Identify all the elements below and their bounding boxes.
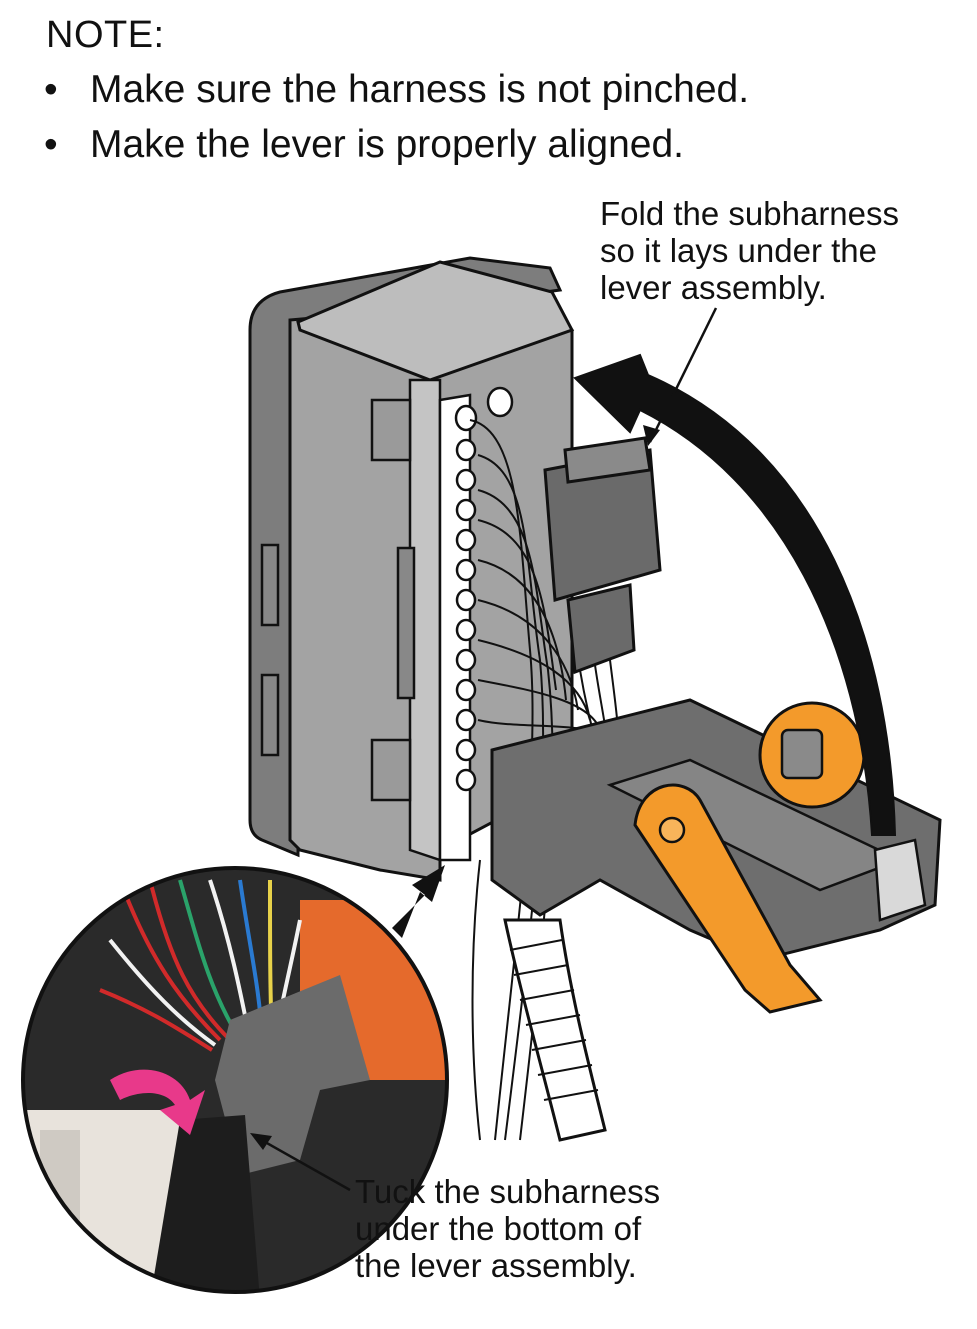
connector-latch [260, 673, 280, 757]
callout-line: under the bottom of [355, 1210, 642, 1247]
terminal-pins [454, 386, 514, 792]
connector-top-face [296, 260, 575, 382]
photo-gray-connector [215, 975, 370, 1175]
lever-arm-hole [658, 816, 686, 844]
subharness-connector-neck [566, 583, 636, 675]
bullet-glyph: • [44, 68, 58, 111]
callout-line: lever assembly. [600, 269, 827, 306]
corrugated-tube [503, 918, 607, 1142]
callout-line: Fold the subharness [600, 195, 900, 232]
fold-leader-line [648, 307, 718, 443]
photo-inset [23, 868, 447, 1292]
fold-subharness-callout: Fold the subharness so it lays under the… [600, 195, 899, 306]
rotation-arrow [573, 353, 897, 836]
photo-inset-border [21, 866, 449, 1294]
connector-tab [370, 738, 412, 802]
subharness-connector-cap [563, 436, 652, 484]
note-bullet-list: • Make sure the harness is not pinched. •… [44, 62, 749, 172]
connector-latch [260, 543, 280, 627]
photo-tape-harness [150, 1115, 260, 1292]
note-bullet-text: Make sure the harness is not pinched. [90, 68, 750, 111]
inset-pointer-arrow [392, 865, 445, 938]
note-bullet-text: Make the lever is properly aligned. [90, 123, 684, 166]
tuck-leader-arrowhead [250, 1133, 272, 1150]
tuck-leader-line [257, 1136, 351, 1192]
note-bullet-1: • Make sure the harness is not pinched. [44, 62, 749, 117]
photo-pink-arrow [110, 1069, 205, 1135]
bullet-glyph: • [44, 123, 58, 166]
connector-slot [396, 546, 416, 700]
lever-arm [633, 783, 823, 1014]
lever-pivot-hub [780, 728, 824, 780]
corrugated-tube-ribs [509, 939, 599, 1101]
note-bullet-2: • Make the lever is properly aligned. [44, 117, 749, 172]
connector-tab [370, 398, 412, 462]
note-title: NOTE: [46, 14, 165, 56]
callout-line: so it lays under the [600, 232, 877, 269]
callout-line: Tuck the subharness [355, 1173, 661, 1210]
callout-line: the lever assembly. [355, 1247, 637, 1284]
lever-cover-clip [873, 838, 927, 922]
fold-leader-arrowhead [643, 425, 660, 446]
tuck-subharness-callout: Tuck the subharness under the bottom of … [355, 1173, 660, 1284]
